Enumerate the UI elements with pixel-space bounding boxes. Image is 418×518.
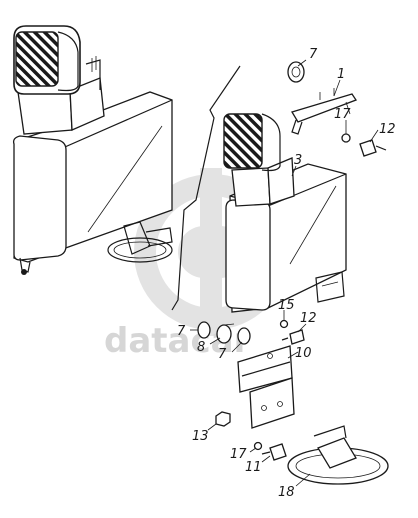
washer-17-bottom bbox=[253, 441, 263, 451]
washer-15 bbox=[279, 319, 289, 329]
callout-label: 1 bbox=[337, 67, 345, 82]
callout-label: 7 bbox=[218, 347, 227, 362]
callout-label: 13 bbox=[192, 429, 209, 444]
callout-label: 15 bbox=[278, 298, 295, 313]
nut-7-top bbox=[287, 61, 305, 83]
callout-label: 17 bbox=[334, 107, 351, 122]
callout-label: 17 bbox=[230, 447, 247, 462]
callout-label: 12 bbox=[379, 122, 396, 137]
bolt-12-mid bbox=[281, 329, 305, 345]
nut-13 bbox=[215, 411, 231, 427]
break-line bbox=[171, 65, 241, 311]
bracket-1 bbox=[291, 88, 357, 135]
spacer-7-left bbox=[197, 321, 211, 339]
callout-labels: 7 1 17 12 3 15 12 7 8 7 10 13 17 11 18 bbox=[177, 47, 396, 500]
mount-plate-10 bbox=[237, 345, 295, 429]
leader-lines bbox=[190, 59, 379, 487]
callout-label: 7 bbox=[177, 324, 186, 339]
bushing-8 bbox=[216, 323, 235, 344]
spacer-7-right bbox=[237, 327, 251, 345]
callout-label: 10 bbox=[295, 346, 312, 361]
washer-17-top bbox=[341, 133, 351, 143]
callout-label: 8 bbox=[197, 340, 205, 355]
bolt-12-top bbox=[359, 139, 387, 157]
callout-label: 18 bbox=[278, 485, 295, 500]
callout-label: 11 bbox=[245, 460, 262, 475]
bolt-11 bbox=[261, 443, 287, 461]
callout-label: 3 bbox=[294, 153, 302, 168]
callout-label: 12 bbox=[300, 311, 317, 326]
box-assembly-3 bbox=[223, 113, 347, 313]
callout-label: 7 bbox=[309, 47, 318, 62]
foot-pad-18 bbox=[287, 425, 389, 485]
left-assembly bbox=[12, 25, 173, 275]
